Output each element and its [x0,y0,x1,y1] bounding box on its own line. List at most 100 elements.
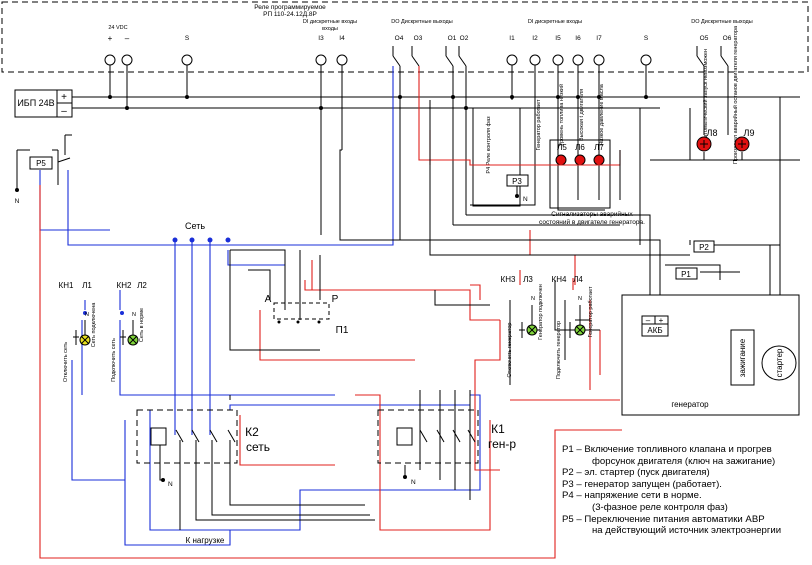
lamp-l8-label: Л8 [707,128,718,138]
terminal-i7: I7 [596,35,602,42]
net-off-text: Отключить сеть [63,342,69,382]
relay-terminal-labels: I3 I4 O4 O3 O1 O2 I1 I2 I5 I6 I7 O5 O6 [318,35,731,42]
p5-neutral-label: N [15,198,20,205]
k2-neutral-label: N [168,481,173,488]
relay-p1-label: P1 [681,270,691,279]
relay-p5 [29,156,53,170]
lamp-l7 [593,154,605,166]
terminal-i1: I1 [509,35,515,42]
ups-label: ИБП 24В [17,98,54,108]
terminal-o2: O2 [460,35,469,42]
k1-n-dot [403,475,407,479]
ignition-label: зажигание [738,338,747,377]
kn4-label: КН4 [552,275,567,284]
terminal-i3: I3 [318,35,324,42]
switch-p1-dots [277,320,321,324]
gen-off-text: Отключить генератор [507,323,513,378]
l3-n: N [531,296,535,302]
lamp-l7-label: Л7 [594,143,604,152]
contactor-k1 [377,409,479,464]
relay-title-1: Реле программируемое [254,4,326,11]
legend-line: Р3 – генератор запущен (работает). [562,478,722,490]
l4-n: N [578,296,582,302]
relay-minus: – [125,34,130,43]
k1-neutral-label: N [411,479,416,486]
contactor-k1-coil [396,427,413,446]
terminal-o6: O6 [723,35,732,42]
relay-p4-text: P4 Реле контроля фаз [486,116,492,174]
legend-line: на действующий источник электроэнергии [592,525,782,537]
kn1-kn2-contacts [73,320,134,345]
signalers-box [549,139,611,209]
lamp-l5 [555,154,567,166]
relay-power-label: 24 VDC [108,25,127,31]
legend-line: Р4 – напряжение сети в норме. [562,490,702,502]
auto-start-text: Автоматический запуск невозможен [702,49,709,141]
relay-terminals [104,54,652,66]
relay-di-right: DI дискретные входы [528,19,582,25]
net-connected-text: Сеть подключена [91,302,97,348]
akb-label: АКБ [647,326,662,335]
oil-text: Низкое давление масла [599,83,605,146]
kn3-kn4-area: КН3 Л3 КН4 Л4 Отключить генератор Генера… [501,275,594,379]
starter-label: стартер [775,348,784,377]
switch-label-p: Р [332,294,339,305]
contactor-k2-poles [175,429,236,443]
net-on-text: Подключить сеть [111,338,117,382]
blue-terminals [83,237,231,315]
contactor-k1-sub: ген-р [488,437,516,451]
terminal-i5: I5 [555,35,561,42]
p5-neutral-dot [15,188,19,192]
k2-n-dot [161,478,165,482]
terminal-o4: O4 [395,35,404,42]
relay-di-left: DI дискретные входы [303,19,357,25]
bus-junctions [108,95,648,110]
signalers-line-1: Сигнализаторы аварийных [551,210,633,218]
relay-p5-label: P5 [36,159,46,168]
relay-plus: + [108,34,113,43]
terminal-i6: I6 [575,35,581,42]
starter-motor [761,345,797,381]
contactor-k2-label: К2 [245,425,259,439]
relay-p2 [693,240,715,253]
terminal-i4: I4 [339,35,345,42]
switch-p1 [273,302,330,320]
kn2-label: КН2 [117,281,132,290]
load-label: К нагрузке [186,536,225,545]
relay-s-left: S [185,35,190,42]
lamp-l4-label: Л4 [573,275,583,284]
switch-label-p1: П1 [336,325,349,336]
lamp-l6 [574,154,586,166]
relay-box [1,1,809,73]
terminal-i2: I2 [532,35,538,42]
generator-label: генератор [671,400,709,409]
contactor-k1-poles [419,429,476,443]
relay-do-contacts [392,46,729,67]
lamp-l5-label: Л5 [557,143,567,152]
blue-wires [39,66,481,546]
relay-p4-box [472,107,521,207]
gen-running-text: Генератор работает [588,286,594,337]
temp-text: Высокая t двигателя [579,89,585,141]
gen-works-text: Генератор работает [536,99,542,150]
lamp-l9-label: Л9 [744,128,755,138]
contactor-k2-sub: сеть [246,440,270,454]
ups-minus: – [61,106,67,117]
l2-n: N [132,312,136,318]
contactor-k1-label: К1 [491,422,505,436]
legend-line: Р1 – Включение топливного клапана и прог… [562,444,772,455]
legend-line: (3-фазное реле контроля фаз) [592,501,728,513]
p3-neutral-label: N [523,196,528,203]
terminal-o5: O5 [700,35,709,42]
ups-plus: + [61,92,67,103]
lamp-l2-label: Л2 [137,281,147,290]
relay-s-right: S [644,35,649,42]
relay-do-left: DO Дискретные выходы [391,19,452,25]
gen-connected-text: Генератор подключен [538,284,544,340]
relay-p3-label: P3 [512,177,522,186]
terminal-o1: O1 [448,35,457,42]
relay-p1 [675,267,698,280]
contactor-k2 [136,409,238,464]
relay-di-left-2: входы [322,26,338,32]
